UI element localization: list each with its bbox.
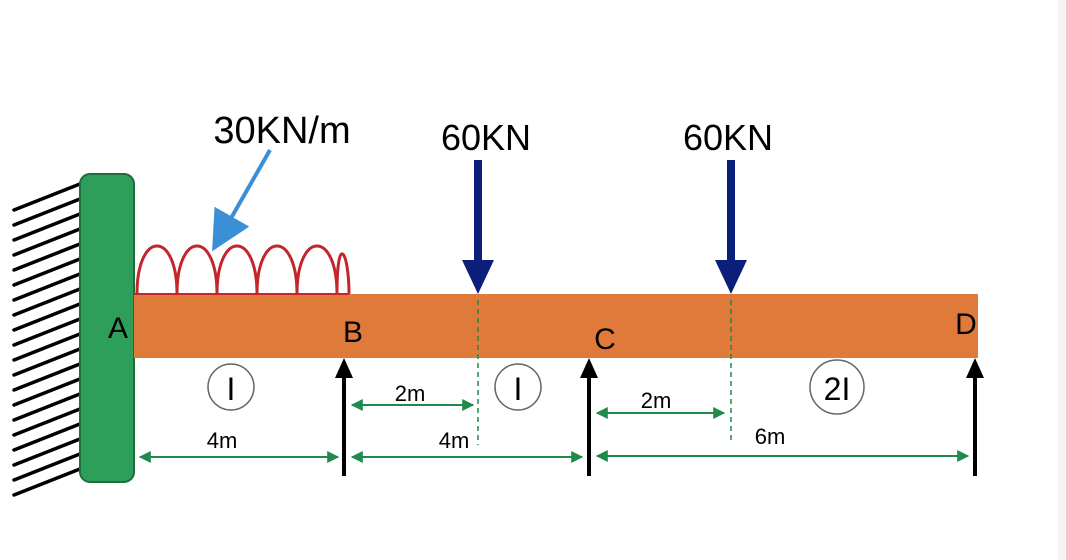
reaction-arrow-b xyxy=(335,358,353,476)
node-label-a: A xyxy=(108,312,128,345)
dim-label-ab: 4m xyxy=(207,428,238,453)
beam xyxy=(134,294,978,358)
wall-hatching xyxy=(12,178,92,497)
page-edge-strip xyxy=(1058,0,1066,560)
dim-label-c-load2: 2m xyxy=(641,388,672,413)
dim-label-bc: 4m xyxy=(439,428,470,453)
udl-label: 30KN/m xyxy=(213,110,350,152)
reaction-arrow-c xyxy=(580,358,598,476)
udl-pointer-arrow xyxy=(212,149,272,252)
dim-label-b-load1: 2m xyxy=(395,381,426,406)
stiffness-label-bc: I xyxy=(514,371,523,407)
dim-label-cd: 6m xyxy=(755,424,786,449)
point-load-2-label: 60KN xyxy=(683,117,773,158)
stiffness-label-ab: I xyxy=(227,371,236,407)
point-load-1-label: 60KN xyxy=(441,117,531,158)
stiffness-label-cd: 2I xyxy=(824,371,851,407)
stiffness-circle-ab xyxy=(207,363,255,411)
point-load-2 xyxy=(715,160,747,294)
udl-loops xyxy=(135,244,351,295)
node-label-d: D xyxy=(955,308,977,341)
node-label-b: B xyxy=(343,316,363,349)
node-label-c: C xyxy=(594,323,616,356)
stiffness-circle-cd xyxy=(809,359,865,415)
reaction-arrow-d xyxy=(966,358,984,476)
stiffness-circle-bc xyxy=(494,363,542,411)
point-load-1 xyxy=(462,160,494,294)
